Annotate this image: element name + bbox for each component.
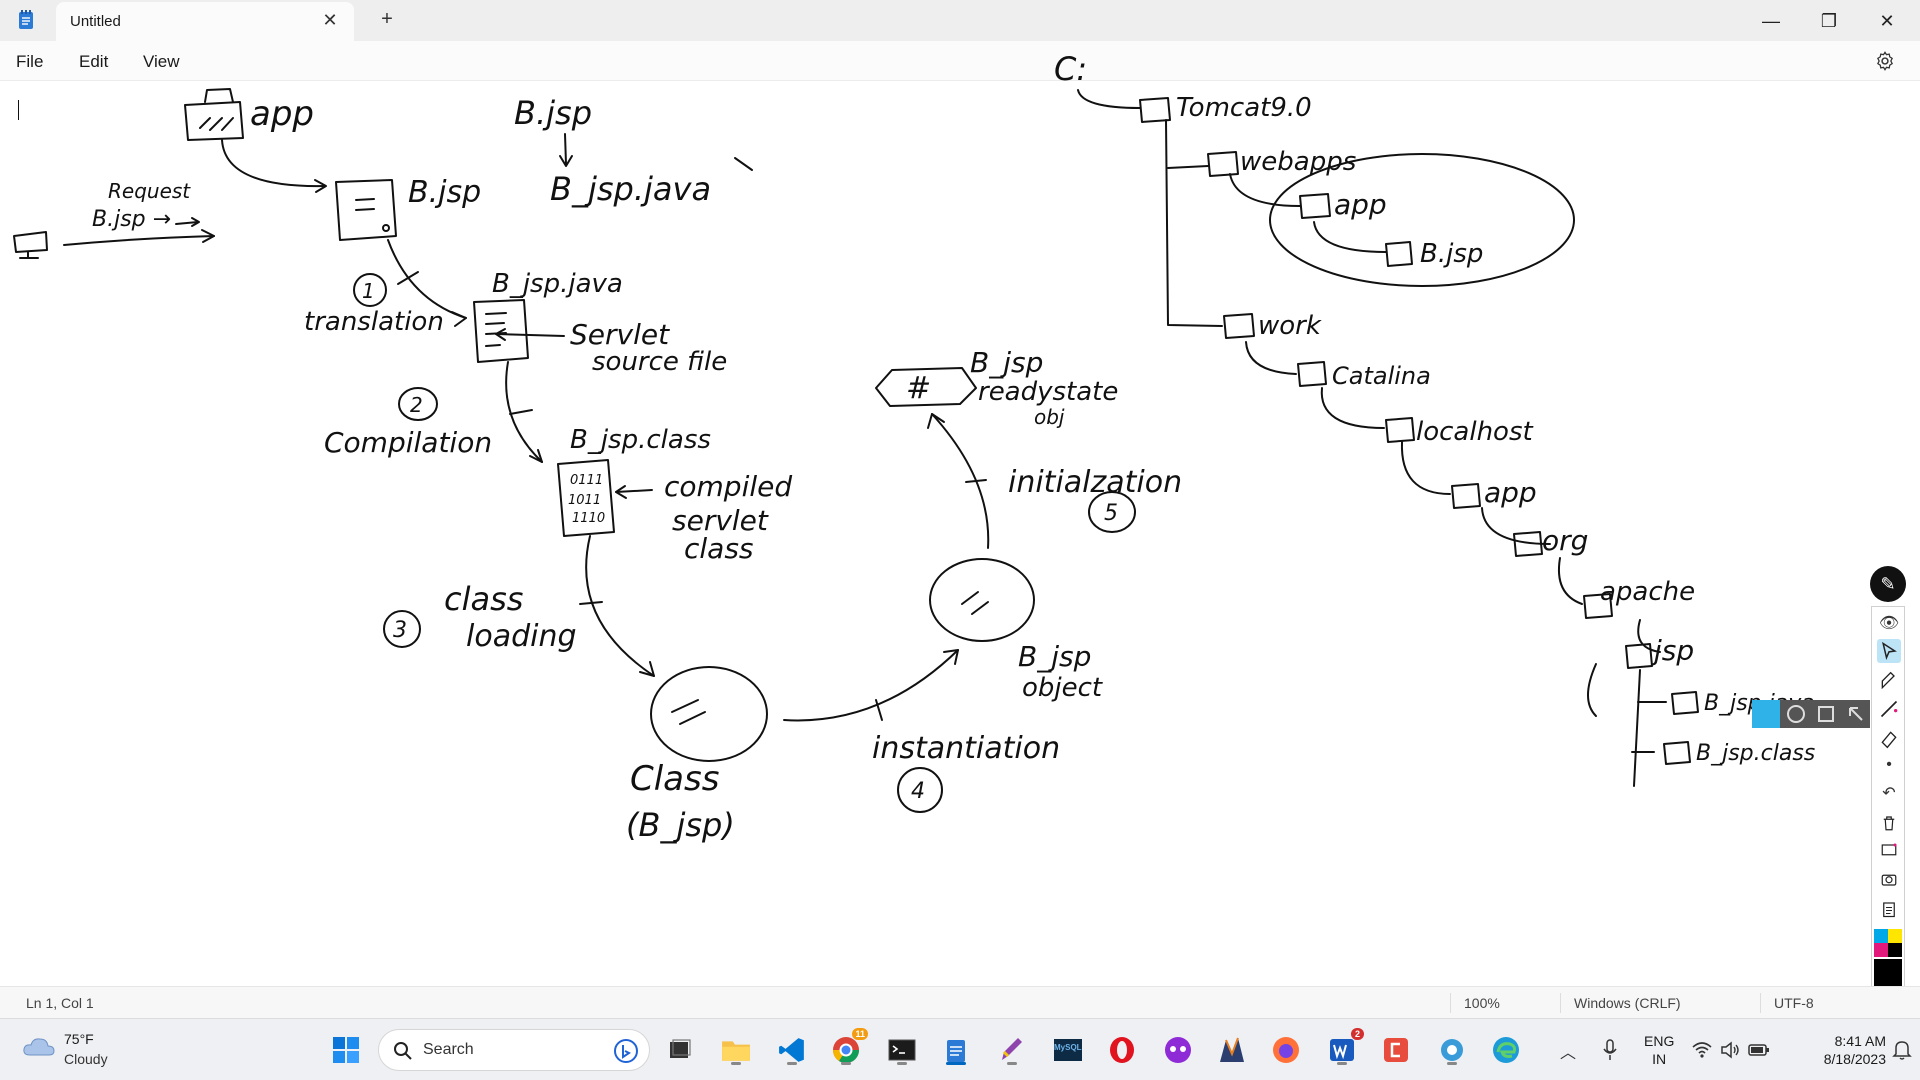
- windows-start-icon[interactable]: [332, 1036, 360, 1064]
- taskbar-search-box[interactable]: Search: [378, 1029, 650, 1071]
- region-code: IN: [1652, 1051, 1667, 1067]
- opera-icon[interactable]: [1104, 1032, 1140, 1068]
- zoom-level[interactable]: 100%: [1464, 995, 1500, 1011]
- chrome-badge: 11: [852, 1028, 868, 1040]
- notepad-app-icon: [19, 10, 33, 29]
- notepad-taskbar-icon[interactable]: [938, 1032, 974, 1068]
- running-indicator: [1337, 1062, 1347, 1065]
- whiteboard-icon[interactable]: [1877, 839, 1901, 863]
- menu-bar: File Edit View: [0, 41, 1920, 81]
- pen-app-icon[interactable]: [994, 1032, 1030, 1068]
- cursor-position: Ln 1, Col 1: [26, 995, 94, 1011]
- tab-title: Untitled: [70, 13, 121, 30]
- running-indicator: [1447, 1062, 1457, 1065]
- word-icon[interactable]: 2: [1324, 1028, 1364, 1068]
- dot-size-icon[interactable]: •: [1886, 756, 1892, 773]
- highlighter-icon[interactable]: [1877, 697, 1901, 721]
- pen-mode-button[interactable]: [1752, 700, 1780, 728]
- camera-icon[interactable]: [1877, 867, 1901, 891]
- weather-temperature[interactable]: 75°F: [64, 1031, 94, 1047]
- encoding[interactable]: UTF-8: [1774, 995, 1814, 1011]
- visibility-eye-icon[interactable]: 👁: [1878, 615, 1900, 632]
- terminal-icon[interactable]: [884, 1032, 920, 1068]
- search-icon: [394, 1042, 412, 1060]
- running-indicator: [787, 1062, 797, 1065]
- color-swatch-magenta[interactable]: [1874, 943, 1888, 957]
- clock-time: 8:41 AM: [1834, 1033, 1886, 1049]
- system-clock[interactable]: 8:41 AM 8/18/2023: [1796, 1032, 1886, 1068]
- search-placeholder: Search: [423, 1041, 474, 1058]
- shape-square-icon[interactable]: [1812, 700, 1840, 728]
- battery-icon[interactable]: [1748, 1043, 1770, 1057]
- edge-icon[interactable]: [1488, 1032, 1524, 1068]
- close-window-button[interactable]: ✕: [1879, 11, 1895, 31]
- microphone-icon[interactable]: [1602, 1039, 1618, 1061]
- shape-arrow-icon[interactable]: [1842, 700, 1870, 728]
- firefox-icon[interactable]: [1268, 1032, 1304, 1068]
- status-bar: Ln 1, Col 1 100% Windows (CRLF) UTF-8: [0, 986, 1920, 1018]
- title-bar: Untitled ✕ + — ❐ ✕: [0, 0, 1920, 41]
- menu-file[interactable]: File: [16, 52, 44, 71]
- game-app-icon[interactable]: [1214, 1032, 1250, 1068]
- status-separator: [1450, 993, 1451, 1013]
- vscode-icon[interactable]: [774, 1032, 810, 1068]
- line-ending[interactable]: Windows (CRLF): [1574, 995, 1681, 1011]
- active-indicator: [946, 1062, 966, 1065]
- settings-gear-icon[interactable]: [1874, 50, 1896, 72]
- language-code: ENG: [1644, 1033, 1675, 1049]
- tab-close-icon[interactable]: ✕: [322, 10, 338, 30]
- eraser-icon[interactable]: [1877, 727, 1901, 751]
- settings-app-icon[interactable]: [1434, 1032, 1470, 1068]
- taskbar: 75°F Cloudy Search 11: [0, 1018, 1920, 1080]
- clipboard-icon[interactable]: [1877, 897, 1901, 921]
- mysql-icon[interactable]: MySQL: [1050, 1032, 1086, 1068]
- minimize-button[interactable]: —: [1762, 11, 1780, 31]
- weather-condition[interactable]: Cloudy: [64, 1051, 108, 1067]
- ink-selection-toolbar: [1752, 700, 1870, 728]
- status-separator: [1760, 993, 1761, 1013]
- new-tab-button[interactable]: +: [381, 8, 393, 30]
- notepad-window: Untitled ✕ + — ❐ ✕ File Edit View: [0, 0, 1920, 1018]
- language-indicator[interactable]: ENG IN: [1644, 1032, 1674, 1068]
- undo-icon[interactable]: ↶: [1882, 785, 1896, 802]
- menu-view[interactable]: View: [143, 52, 180, 71]
- trash-icon[interactable]: [1877, 811, 1901, 835]
- word-badge: 2: [1350, 1028, 1364, 1040]
- cloudy-weather-icon[interactable]: [22, 1035, 56, 1057]
- task-view-icon[interactable]: [662, 1032, 698, 1068]
- maximize-button[interactable]: ❐: [1820, 11, 1838, 31]
- color-swatch-cyan[interactable]: [1874, 929, 1888, 943]
- color-swatch-yellow[interactable]: [1888, 929, 1902, 943]
- clock-date: 8/18/2023: [1823, 1051, 1886, 1067]
- mysql-label: MySQL: [1054, 1043, 1082, 1052]
- text-caret: [18, 100, 19, 120]
- bing-chat-icon[interactable]: [613, 1038, 639, 1064]
- chat-app-icon[interactable]: [1160, 1032, 1196, 1068]
- shape-circle-icon[interactable]: [1782, 700, 1810, 728]
- color-swatch-black-small[interactable]: [1888, 943, 1902, 957]
- tab-untitled[interactable]: Untitled ✕: [56, 2, 354, 41]
- file-explorer-icon[interactable]: [718, 1032, 754, 1068]
- running-indicator: [1007, 1062, 1017, 1065]
- red-app-icon[interactable]: [1378, 1032, 1414, 1068]
- running-indicator: [841, 1062, 851, 1065]
- chevron-up-icon[interactable]: ︿: [1560, 1045, 1577, 1062]
- volume-icon[interactable]: [1720, 1041, 1740, 1059]
- menu-edit[interactable]: Edit: [79, 52, 109, 71]
- cursor-select-icon[interactable]: [1877, 639, 1901, 663]
- pen-toolbar: 👁 • ↶: [1871, 606, 1905, 1000]
- chrome-icon[interactable]: 11: [828, 1028, 868, 1068]
- notification-bell-icon[interactable]: [1892, 1039, 1912, 1061]
- status-separator: [1560, 993, 1561, 1013]
- running-indicator: [731, 1062, 741, 1065]
- wifi-icon[interactable]: [1692, 1041, 1712, 1059]
- pen-app-logo-icon[interactable]: ✎: [1870, 566, 1906, 602]
- text-editor-area[interactable]: [0, 82, 1920, 982]
- pen-tool-icon[interactable]: [1877, 669, 1901, 693]
- running-indicator: [897, 1062, 907, 1065]
